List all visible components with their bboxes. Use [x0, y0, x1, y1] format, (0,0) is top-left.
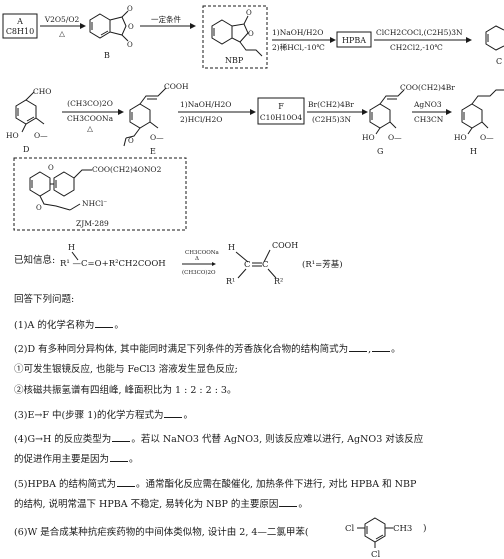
svg-text:COOH: COOH [272, 241, 298, 250]
svg-text:(CH3CO)2O: (CH3CO)2O [182, 269, 216, 276]
hpba-box: HPBA [336, 31, 372, 48]
svg-text:△: △ [87, 124, 93, 133]
svg-text:R²: R² [274, 277, 283, 286]
question-2: (2)D 有多种同分异构体, 其中能同时满足下列条件的芳香族化合物的结构简式为,… [14, 344, 401, 355]
known-info-prefix: 已知信息: [14, 255, 56, 266]
question-1: (1)A 的化学名称为。 [14, 320, 124, 331]
question-5-line-1: (5)HPBA 的结构简式为。通常酯化反应需在酸催化, 加热条件下进行, 对比 … [14, 479, 417, 490]
svg-text:O: O [248, 30, 254, 38]
svg-text:HO: HO [454, 133, 467, 142]
svg-text:O: O [128, 137, 134, 145]
svg-text:O: O [127, 41, 133, 49]
question-2-condition-1: ①可发生银镜反应, 也能与 FeCl3 溶液发生显色反应; [14, 364, 238, 375]
svg-text:ClCH2COCl,(C2H5)3N: ClCH2COCl,(C2H5)3N [376, 28, 463, 37]
svg-text:Cl: Cl [371, 550, 381, 558]
arrow-nbp-to-hpba: 1)NaOH/H2O 2)稀HCl,-10℃ [272, 28, 336, 52]
svg-text:O—: O— [388, 133, 402, 142]
structure-h: HO O— H [454, 89, 504, 156]
svg-text:O: O [36, 204, 42, 212]
svg-text:2)稀HCl,-10℃: 2)稀HCl,-10℃ [272, 42, 325, 52]
label-f: F [278, 102, 284, 111]
svg-text:C: C [262, 260, 269, 270]
svg-text:HO: HO [6, 131, 19, 140]
svg-text:2)HCl/H2O: 2)HCl/H2O [180, 115, 222, 124]
svg-text:(CH3CO)2O: (CH3CO)2O [67, 99, 113, 108]
structure-e: COOH O O— E [123, 82, 189, 156]
structure-d: CHO HO O— D [6, 87, 51, 154]
known-reactant: R¹ —C=O+R²CH2COOH [60, 259, 166, 269]
svg-text:AgNO3: AgNO3 [413, 100, 442, 109]
svg-text:V2O5/O2: V2O5/O2 [44, 15, 80, 24]
svg-text:R¹: R¹ [226, 277, 235, 286]
svg-text:): ) [423, 523, 427, 534]
label-b: B [104, 51, 110, 60]
arrow-e-to-f: 1)NaOH/H2O 2)HCl/H2O [178, 100, 256, 124]
svg-text:O—: O— [480, 133, 494, 142]
svg-text:CH3COONa: CH3COONa [67, 114, 114, 123]
svg-text:C: C [244, 260, 251, 270]
arrow-b-to-nbp: 一定条件 [140, 14, 196, 29]
question-4-line-1: (4)G→H 的反应类型为。若以 NaNO3 代替 AgNO3, 则该反应难以进… [14, 434, 424, 445]
questions-intro: 回答下列问题: [14, 294, 75, 305]
question-6: (6)W 是合成某种抗疟疾药物的中间体类似物, 设计由 2, 4—二氯甲苯( [14, 527, 309, 538]
label-hpba: HPBA [342, 36, 366, 45]
arrow-f-to-g: Br(CH2)4Br (C2H5)3N [307, 100, 368, 124]
structure-g: COO(CH2)4Br HO O— G [362, 83, 455, 156]
svg-text:H: H [228, 243, 235, 252]
question-3: (3)E→F 中(步骤 1)的化学方程式为。 [14, 410, 193, 421]
structure-c-partial: C [485, 25, 504, 66]
svg-text:H: H [68, 243, 75, 252]
svg-text:COOH: COOH [164, 82, 189, 91]
compound-a-formula: C8H10 [6, 27, 34, 36]
svg-text:COO(CH2)4Br: COO(CH2)4Br [400, 83, 455, 92]
svg-text:O: O [246, 9, 252, 17]
svg-text:HO: HO [362, 133, 375, 142]
question-4-line-2: 的促进作用主要是因为。 [14, 454, 139, 465]
arrow-d-to-e: (CH3CO)2O CH3COONa △ [62, 99, 124, 133]
svg-text:O—: O— [34, 131, 48, 140]
svg-text:CH3CN: CH3CN [414, 115, 444, 124]
svg-text:1)NaOH/H2O: 1)NaOH/H2O [272, 28, 323, 37]
svg-text:(R¹=芳基): (R¹=芳基) [302, 259, 343, 270]
svg-text:O: O [128, 23, 134, 31]
svg-text:NHCl⁻: NHCl⁻ [82, 199, 107, 208]
svg-text:(C2H5)3N: (C2H5)3N [312, 115, 351, 124]
svg-text:CHO: CHO [33, 87, 51, 96]
svg-text:COO(CH2)4ONO2: COO(CH2)4ONO2 [92, 165, 162, 174]
svg-text:Br(CH2)4Br: Br(CH2)4Br [308, 100, 354, 109]
formula-f: C10H10O4 [260, 113, 303, 122]
svg-text:CH2Cl2,-10℃: CH2Cl2,-10℃ [390, 43, 443, 52]
svg-text:CH3COONa: CH3COONa [185, 250, 220, 256]
label-nbp: NBP [225, 56, 244, 65]
svg-text:C: C [496, 57, 502, 66]
svg-text:CH3: CH3 [393, 524, 412, 534]
label-e: E [150, 147, 156, 156]
svg-text:O: O [48, 164, 54, 172]
structure-b: O O O B [89, 5, 134, 60]
compound-f-box: F C10H10O4 [257, 97, 305, 125]
compound-a-box: A C8H10 [2, 13, 38, 39]
question-5-line-2: 的结构, 说明常温下 HPBA 不稳定, 易转化为 NBP 的主要原因。 [14, 499, 308, 510]
arrow-a-to-b: V2O5/O2 △ [40, 15, 86, 38]
synthesis-scheme: A C8H10 V2O5/O2 △ O O O B 一定条件 O O NBP [2, 5, 504, 231]
compound-a-label: A [16, 17, 23, 26]
svg-text:1)NaOH/H2O: 1)NaOH/H2O [180, 100, 231, 109]
label-g: G [377, 147, 383, 156]
arrow-g-to-h: AgNO3 CH3CN [412, 100, 452, 124]
svg-text:△: △ [59, 29, 65, 38]
arrow-hpba-to-c: ClCH2COCl,(C2H5)3N CH2Cl2,-10℃ [374, 28, 472, 52]
svg-text:Cl: Cl [345, 524, 355, 534]
question-2-condition-2: ②核磁共振氢谱有四组峰, 峰面积比为 1 : 2 : 2 : 3。 [14, 385, 237, 396]
dichlorotoluene-structure: Cl CH3 Cl ) [345, 517, 427, 558]
label-h: H [470, 147, 477, 156]
svg-text:O: O [127, 5, 133, 13]
label-zjm: ZJM-289 [76, 219, 109, 228]
svg-text:Δ: Δ [195, 256, 199, 262]
structure-nbp: O O NBP [202, 5, 268, 69]
svg-text:O—: O— [150, 133, 164, 142]
svg-text:一定条件: 一定条件 [151, 14, 181, 24]
structure-zjm: O COO(CH2)4ONO2 O NHCl⁻ ZJM-289 [13, 157, 187, 231]
label-d: D [23, 145, 29, 154]
known-reaction: H R¹ —C=O+R²CH2COOH CH3COONa Δ (CH3CO)2O… [60, 241, 343, 286]
